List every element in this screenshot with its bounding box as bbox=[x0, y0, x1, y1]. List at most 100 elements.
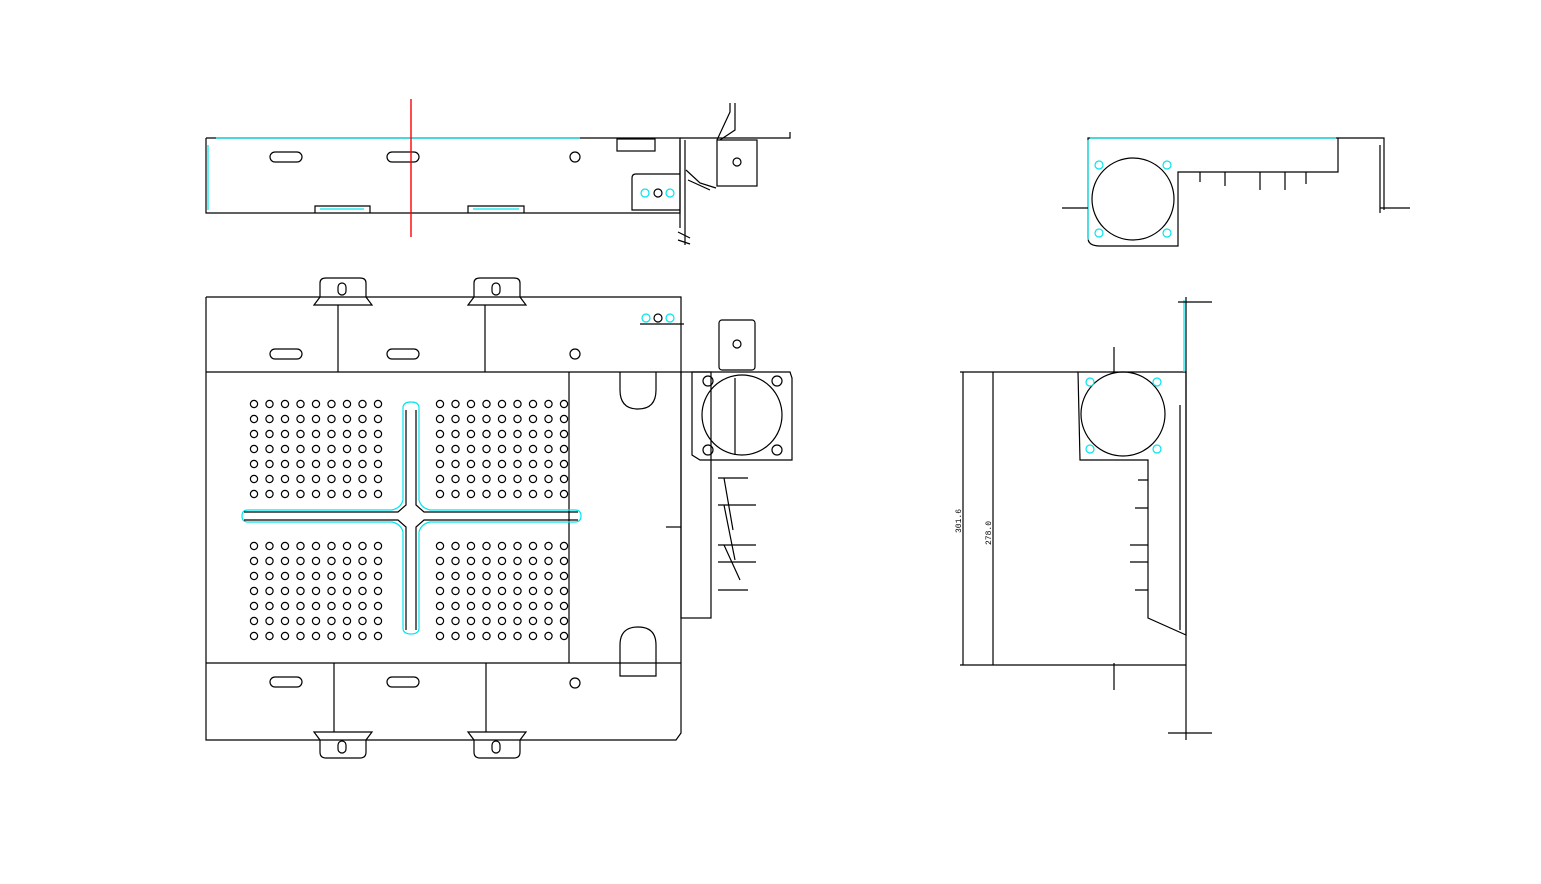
perforation-hole bbox=[311, 474, 321, 484]
perforation-hole bbox=[559, 429, 569, 439]
side-view bbox=[1062, 137, 1410, 247]
perforation-hole bbox=[311, 429, 321, 439]
perforation-hole bbox=[327, 571, 336, 581]
perforation-hole bbox=[466, 601, 476, 611]
perforation-hole bbox=[342, 414, 352, 424]
perforation-hole bbox=[559, 616, 569, 626]
perforation-hole bbox=[559, 399, 569, 409]
perforation-hole bbox=[373, 601, 383, 611]
perforation-hole bbox=[265, 414, 274, 424]
perforation-hole bbox=[296, 571, 305, 581]
perforation-hole bbox=[342, 429, 352, 439]
perforation-hole bbox=[358, 414, 367, 424]
perforation-hole bbox=[342, 586, 352, 596]
perforation-hole bbox=[466, 459, 476, 469]
perforation-hole bbox=[280, 631, 290, 641]
dimension-inner: 278.0 bbox=[985, 521, 994, 545]
perforation-hole bbox=[280, 414, 290, 424]
perforation-hole bbox=[265, 489, 274, 499]
perforation-hole bbox=[544, 399, 553, 409]
perforation-hole bbox=[296, 444, 305, 454]
perforation-hole bbox=[327, 399, 336, 409]
perforation-hole bbox=[544, 414, 553, 424]
perforation-hole bbox=[296, 556, 305, 566]
perforation-hole bbox=[451, 459, 460, 469]
perforation-hole bbox=[358, 474, 367, 484]
perforation-hole bbox=[528, 601, 538, 611]
perforation-hole bbox=[528, 556, 538, 566]
perforation-hole bbox=[280, 556, 290, 566]
perforation-hole bbox=[482, 586, 491, 596]
perforation-hole bbox=[265, 556, 274, 566]
perforation-hole bbox=[559, 474, 569, 484]
perforation-hole bbox=[466, 489, 476, 499]
perforation-hole bbox=[358, 571, 367, 581]
perforation-hole bbox=[528, 489, 538, 499]
perforation-hole bbox=[311, 459, 321, 469]
perforation-hole bbox=[466, 541, 476, 551]
perforation-hole bbox=[544, 474, 553, 484]
perforation-hole bbox=[311, 571, 321, 581]
perforation-hole bbox=[327, 556, 336, 566]
perforation-hole bbox=[435, 571, 445, 581]
perforation-hole bbox=[249, 474, 259, 484]
perforation-hole bbox=[373, 414, 383, 424]
perforation-hole bbox=[528, 444, 538, 454]
perforation-hole bbox=[544, 459, 553, 469]
perforation-hole bbox=[296, 474, 305, 484]
perforation-hole bbox=[528, 571, 538, 581]
perforation-hole bbox=[327, 459, 336, 469]
perforation-hole bbox=[497, 541, 507, 551]
perforation-hole bbox=[559, 414, 569, 424]
perforation-hole bbox=[513, 414, 522, 424]
perforation-hole bbox=[466, 429, 476, 439]
perforation-hole bbox=[513, 444, 522, 454]
perforation-hole bbox=[311, 586, 321, 596]
perforation-hole bbox=[358, 616, 367, 626]
perforation-hole bbox=[373, 489, 383, 499]
perforation-hole bbox=[544, 444, 553, 454]
perforation-hole bbox=[559, 631, 569, 641]
perforation-hole bbox=[513, 631, 522, 641]
perforation-hole bbox=[342, 444, 352, 454]
perforation-hole bbox=[342, 541, 352, 551]
perforation-hole bbox=[528, 399, 538, 409]
perforation-hole bbox=[559, 601, 569, 611]
perforation-hole bbox=[358, 631, 367, 641]
perforation-hole bbox=[482, 489, 491, 499]
perforation-hole bbox=[435, 556, 445, 566]
perforation-hole bbox=[466, 556, 476, 566]
perforation-hole bbox=[327, 444, 336, 454]
perforation-hole bbox=[373, 586, 383, 596]
perforation-hole bbox=[497, 601, 507, 611]
perforation-hole bbox=[451, 631, 460, 641]
perforation-hole bbox=[482, 601, 491, 611]
perforation-hole bbox=[280, 474, 290, 484]
perforation-hole bbox=[373, 631, 383, 641]
perforation-hole bbox=[528, 541, 538, 551]
perforation-hole bbox=[311, 631, 321, 641]
perforation-hole bbox=[482, 571, 491, 581]
perforation-hole bbox=[466, 414, 476, 424]
perforation-hole bbox=[265, 444, 274, 454]
perforation-hole bbox=[435, 444, 445, 454]
perforation-hole bbox=[559, 489, 569, 499]
perforation-hole bbox=[528, 474, 538, 484]
perforation-hole bbox=[311, 444, 321, 454]
perforation-hole bbox=[327, 489, 336, 499]
perforation-hole bbox=[528, 616, 538, 626]
perforation-hole bbox=[265, 474, 274, 484]
perforation-hole bbox=[342, 631, 352, 641]
perforation-hole bbox=[451, 616, 460, 626]
perforation-hole bbox=[296, 414, 305, 424]
perforation-hole bbox=[544, 429, 553, 439]
perforation-hole bbox=[466, 474, 476, 484]
perforation-hole bbox=[342, 556, 352, 566]
end-view: 301.6 278.0 bbox=[955, 297, 1212, 740]
perforation-hole bbox=[265, 586, 274, 596]
perforation-hole bbox=[482, 414, 491, 424]
perforation-hole bbox=[296, 429, 305, 439]
perforation-hole bbox=[327, 541, 336, 551]
perforation-hole bbox=[497, 459, 507, 469]
